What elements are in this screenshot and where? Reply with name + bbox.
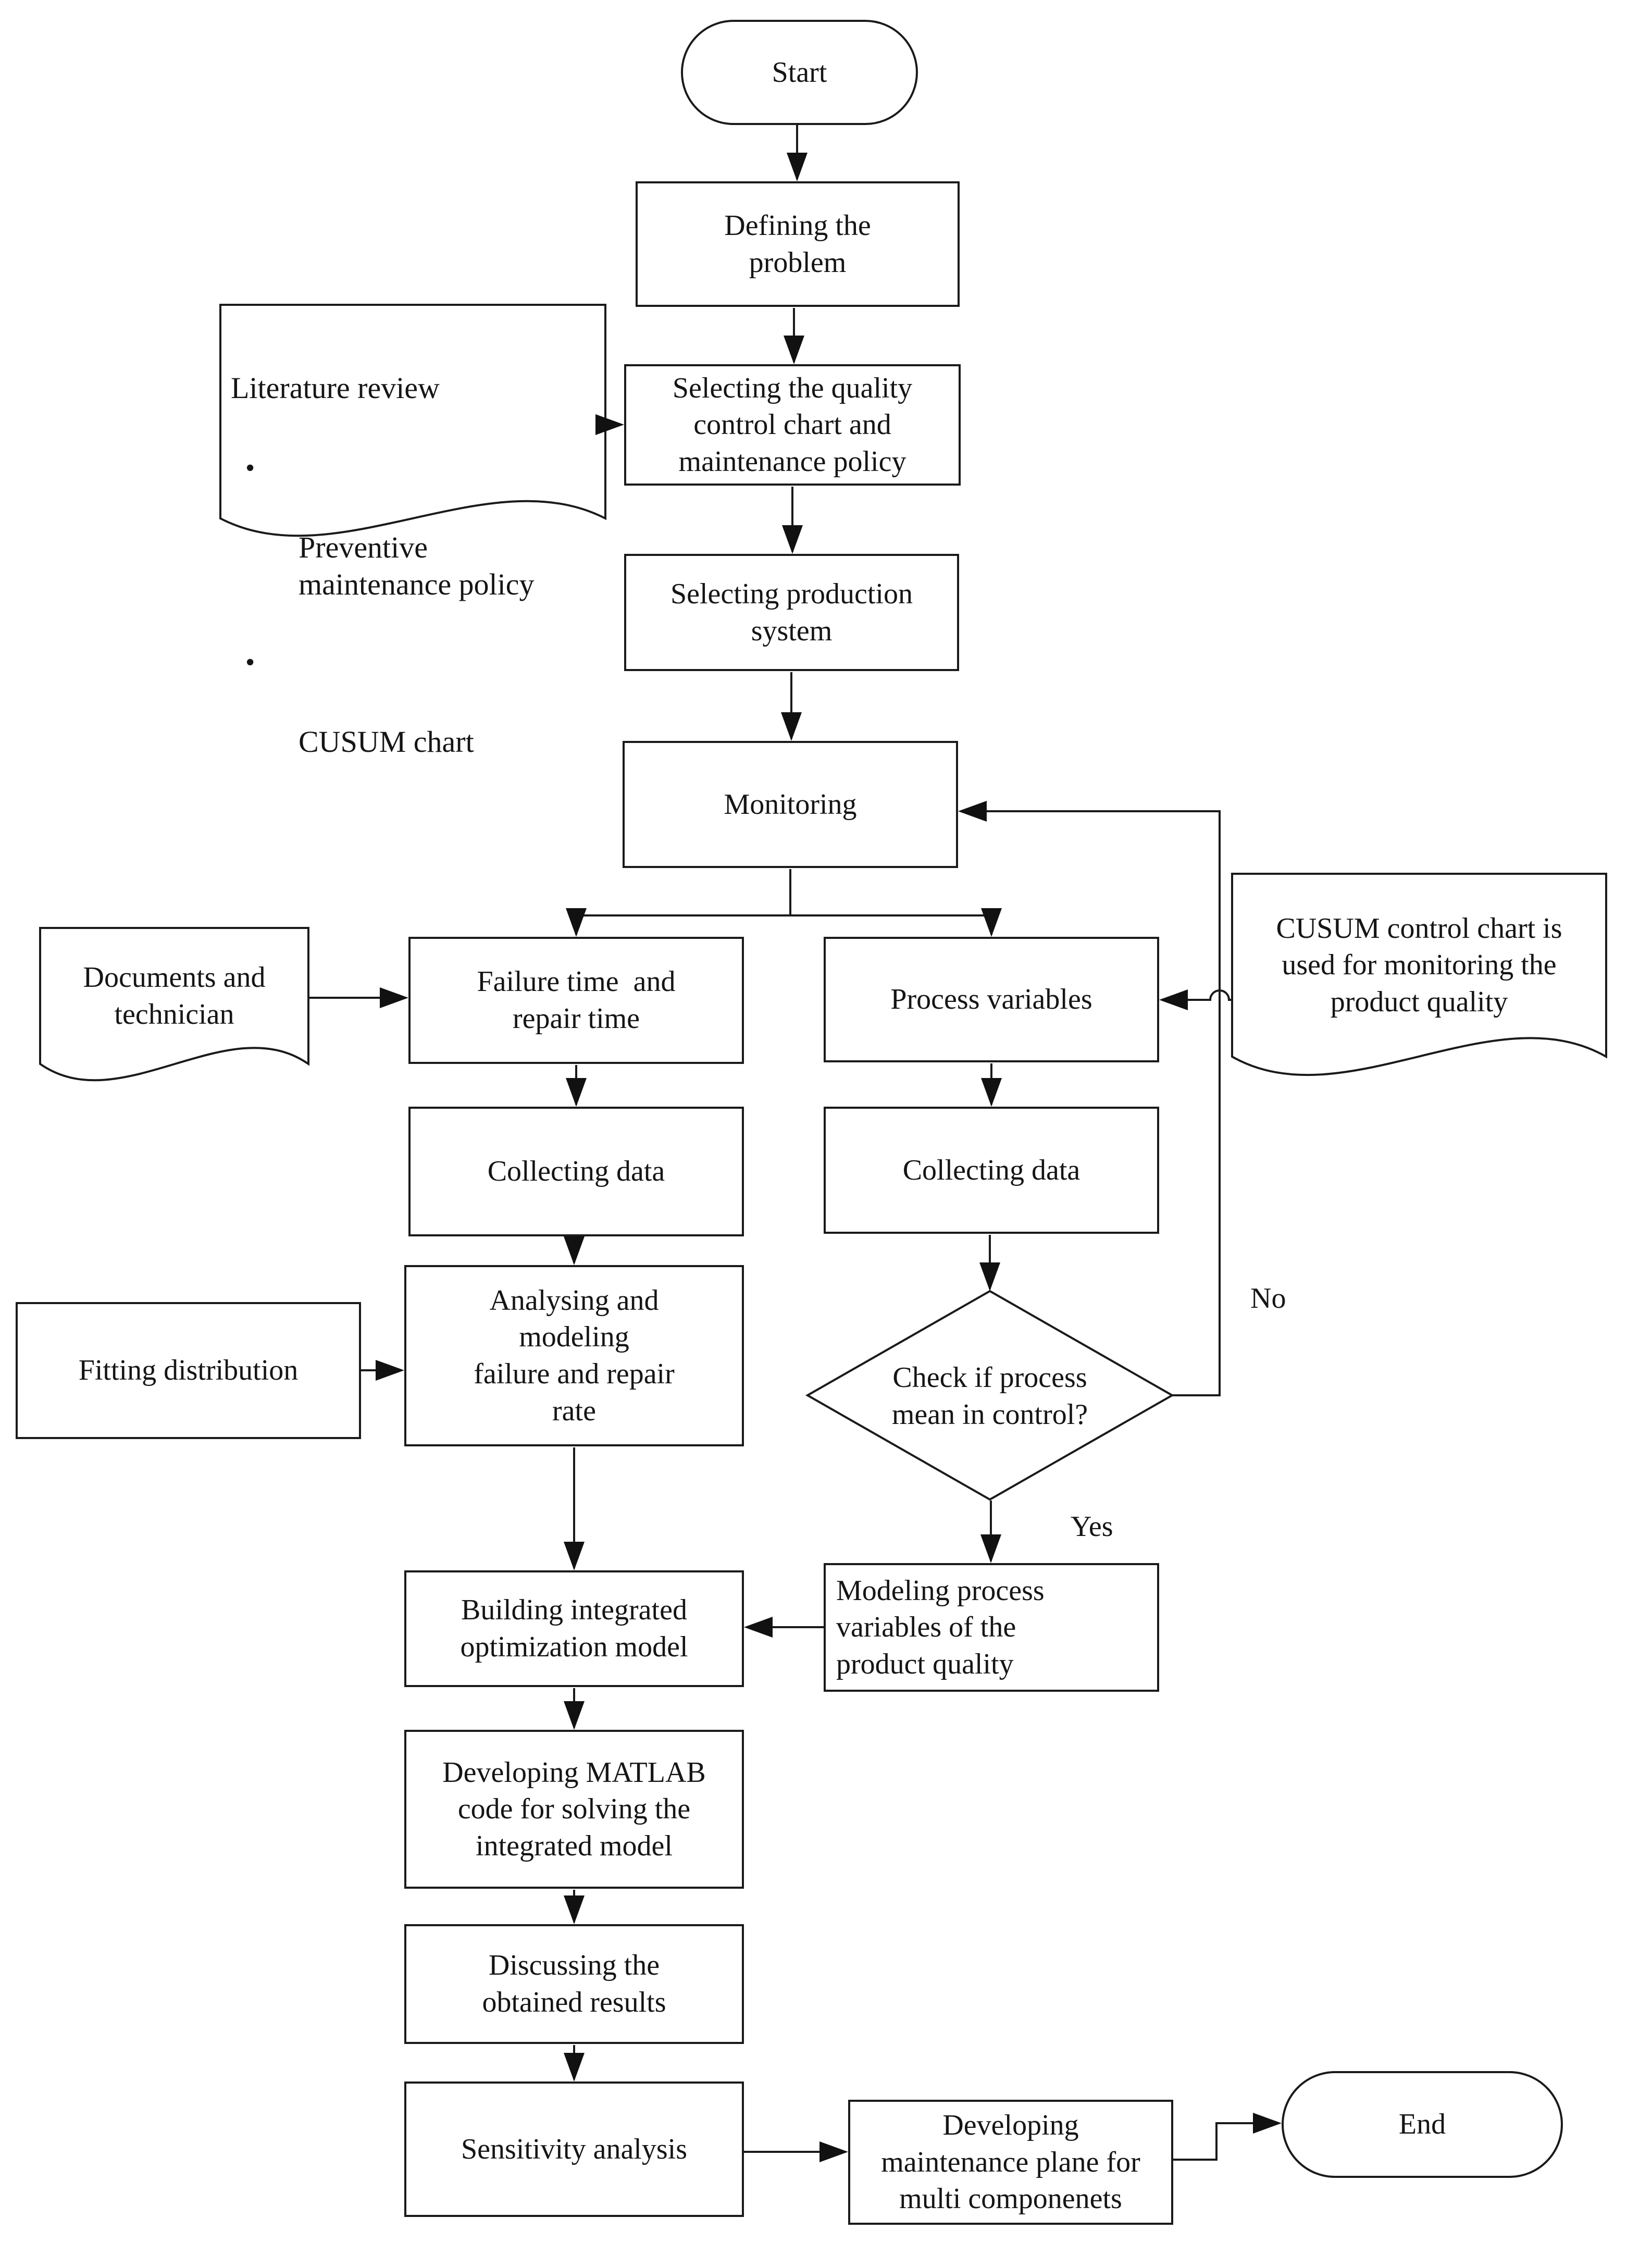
arrowhead	[566, 908, 587, 937]
collecting-data-left-box: Collecting data	[408, 1107, 744, 1236]
arrowhead	[376, 1360, 404, 1381]
arrowhead	[981, 908, 1002, 937]
arrowhead	[782, 525, 803, 554]
arrowhead	[564, 2053, 585, 2081]
literature-review-document-shape	[219, 304, 606, 537]
select-production-box: Selecting production system	[624, 554, 959, 671]
bullet-icon: •	[245, 453, 255, 483]
matlab-code-box: Developing MATLAB code for solving the i…	[404, 1730, 744, 1889]
arrowhead	[980, 1534, 1001, 1563]
collecting-data-right-box: Collecting data	[824, 1107, 1159, 1234]
documents-technician-document-shape	[39, 927, 309, 1082]
arrowhead	[781, 712, 802, 741]
arrowhead	[1253, 2113, 1282, 2134]
arrowhead	[981, 1078, 1002, 1107]
cusum-note-document: CUSUM control chart is used for monitori…	[1276, 912, 1562, 1018]
start-terminator: Start	[681, 20, 918, 125]
bullet-icon: •	[245, 648, 255, 678]
arrowhead	[564, 1701, 585, 1730]
arrowhead	[784, 336, 804, 364]
discussing-results-box: Discussing the obtained results	[404, 1924, 744, 2044]
maintenance-plan-box: Developing maintenance plane for multi c…	[848, 2100, 1173, 2225]
list-item: • CUSUM chart	[231, 648, 600, 761]
arrowhead	[979, 1262, 1000, 1291]
yes-label: Yes	[1071, 1510, 1113, 1543]
list-item-text: CUSUM chart	[299, 725, 474, 759]
arrowhead	[958, 801, 987, 822]
no-label: No	[1250, 1282, 1286, 1315]
modeling-process-variables-box: Modeling process variables of the produc…	[824, 1563, 1159, 1692]
building-optimization-model-box: Building integrated optimization model	[404, 1570, 744, 1687]
decision-diamond-shape	[805, 1290, 1175, 1501]
process-variables-box: Process variables	[824, 937, 1159, 1062]
arrowhead	[564, 1895, 585, 1924]
arrowhead	[564, 1236, 585, 1265]
arrowhead	[564, 1542, 585, 1570]
analysing-modeling-box: Analysing and modeling failure and repai…	[404, 1265, 744, 1446]
end-terminator: End	[1282, 2071, 1563, 2178]
no-loop-connector	[961, 810, 1221, 1396]
defining-problem-box: Defining the problem	[636, 181, 960, 307]
sensitivity-analysis-box: Sensitivity analysis	[404, 2081, 744, 2217]
monitoring-box: Monitoring	[623, 741, 958, 868]
select-quality-box: Selecting the quality control chart and …	[624, 364, 961, 486]
arrowhead	[380, 987, 408, 1008]
literature-review-document: Literature review • Preventive maintenan…	[220, 305, 605, 759]
check-process-mean-decision: Check if process mean in control?	[891, 1361, 1088, 1431]
fitting-distribution-box: Fitting distribution	[16, 1302, 361, 1439]
literature-review-title: Literature review	[231, 370, 440, 405]
list-item: • Preventive maintenance policy	[231, 453, 600, 604]
cusum-note-document-shape	[1231, 873, 1607, 1076]
arrowhead	[819, 2141, 848, 2162]
arrowhead	[566, 1078, 587, 1107]
arrowhead	[1159, 989, 1188, 1010]
plan-to-end-connector	[1173, 2122, 1278, 2161]
list-item-text: Preventive maintenance policy	[299, 530, 535, 602]
arrowhead	[787, 153, 808, 181]
documents-technician-document: Documents and technician	[83, 961, 266, 1031]
arrowhead	[595, 414, 624, 435]
arrow-cusum-to-process	[1162, 989, 1232, 1001]
arrowhead	[744, 1617, 773, 1638]
failure-repair-time-box: Failure time and repair time	[408, 937, 744, 1064]
